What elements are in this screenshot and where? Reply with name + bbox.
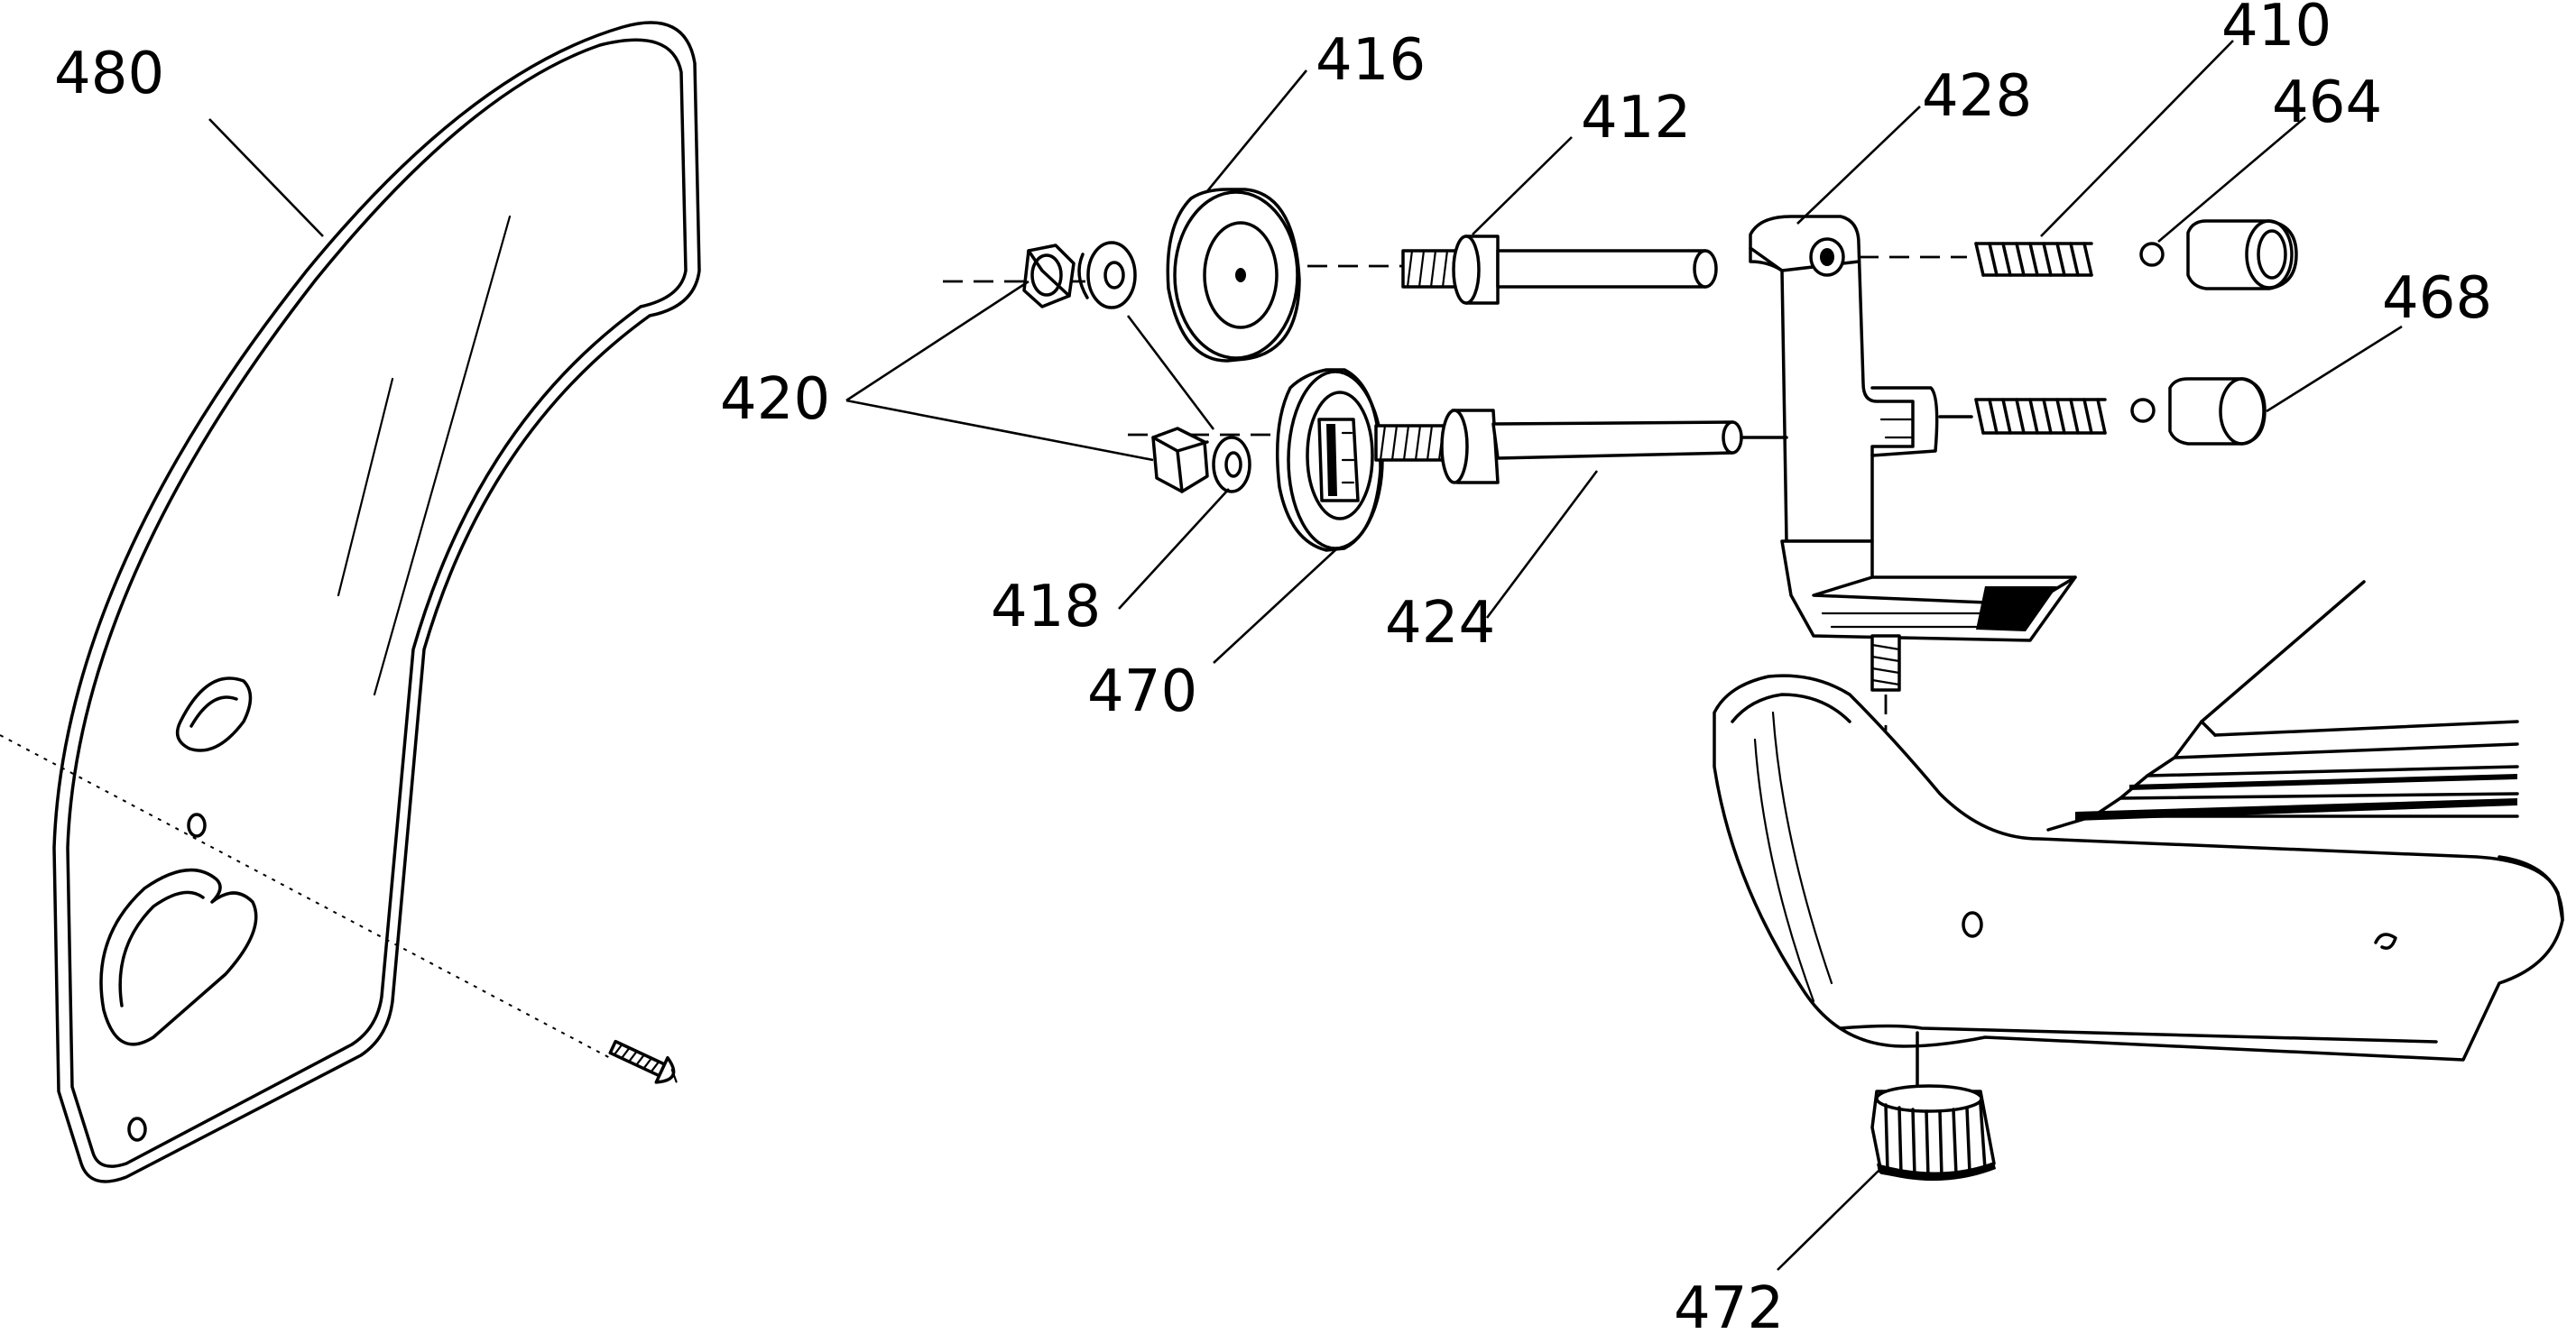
base-arm <box>1713 580 2564 1062</box>
label-424: 424 <box>1385 590 1495 657</box>
label-464: 464 <box>2272 69 2382 136</box>
axle-424 <box>1374 409 1788 484</box>
bracket-428 <box>1749 215 2077 731</box>
nut-420-upper <box>1022 244 1076 308</box>
label-410: 410 <box>2221 0 2331 60</box>
washer-418 <box>1212 436 1251 493</box>
upper-axis-line <box>943 255 1967 283</box>
label-412: 412 <box>1581 85 1691 152</box>
wheel-416 <box>1166 188 1301 363</box>
label-468: 468 <box>2382 265 2492 332</box>
axle-412 <box>1401 235 1718 305</box>
nut-420-lower <box>1151 427 1209 493</box>
label-480: 480 <box>54 41 164 107</box>
ball-lower <box>2130 398 2156 423</box>
label-428: 428 <box>1922 63 2032 130</box>
ball-464-upper <box>2139 242 2165 267</box>
spring-410-lower <box>1938 398 2107 435</box>
label-416: 416 <box>1316 27 1426 94</box>
label-472: 472 <box>1674 1275 1784 1334</box>
label-470: 470 <box>1087 658 1197 725</box>
label-420: 420 <box>720 366 830 433</box>
cap-464 <box>2186 219 2298 290</box>
screw-axis-line <box>0 734 614 1061</box>
wheel-470 <box>1275 368 1384 552</box>
spring-410-upper <box>1974 242 2093 277</box>
screw <box>608 1039 678 1084</box>
leader-lines <box>208 40 2403 1271</box>
curved-panel-480 <box>52 21 701 1183</box>
knob-472 <box>1870 1031 1996 1182</box>
washer-upper <box>1077 241 1137 309</box>
cap-468 <box>2168 377 2267 446</box>
label-418: 418 <box>991 574 1101 640</box>
